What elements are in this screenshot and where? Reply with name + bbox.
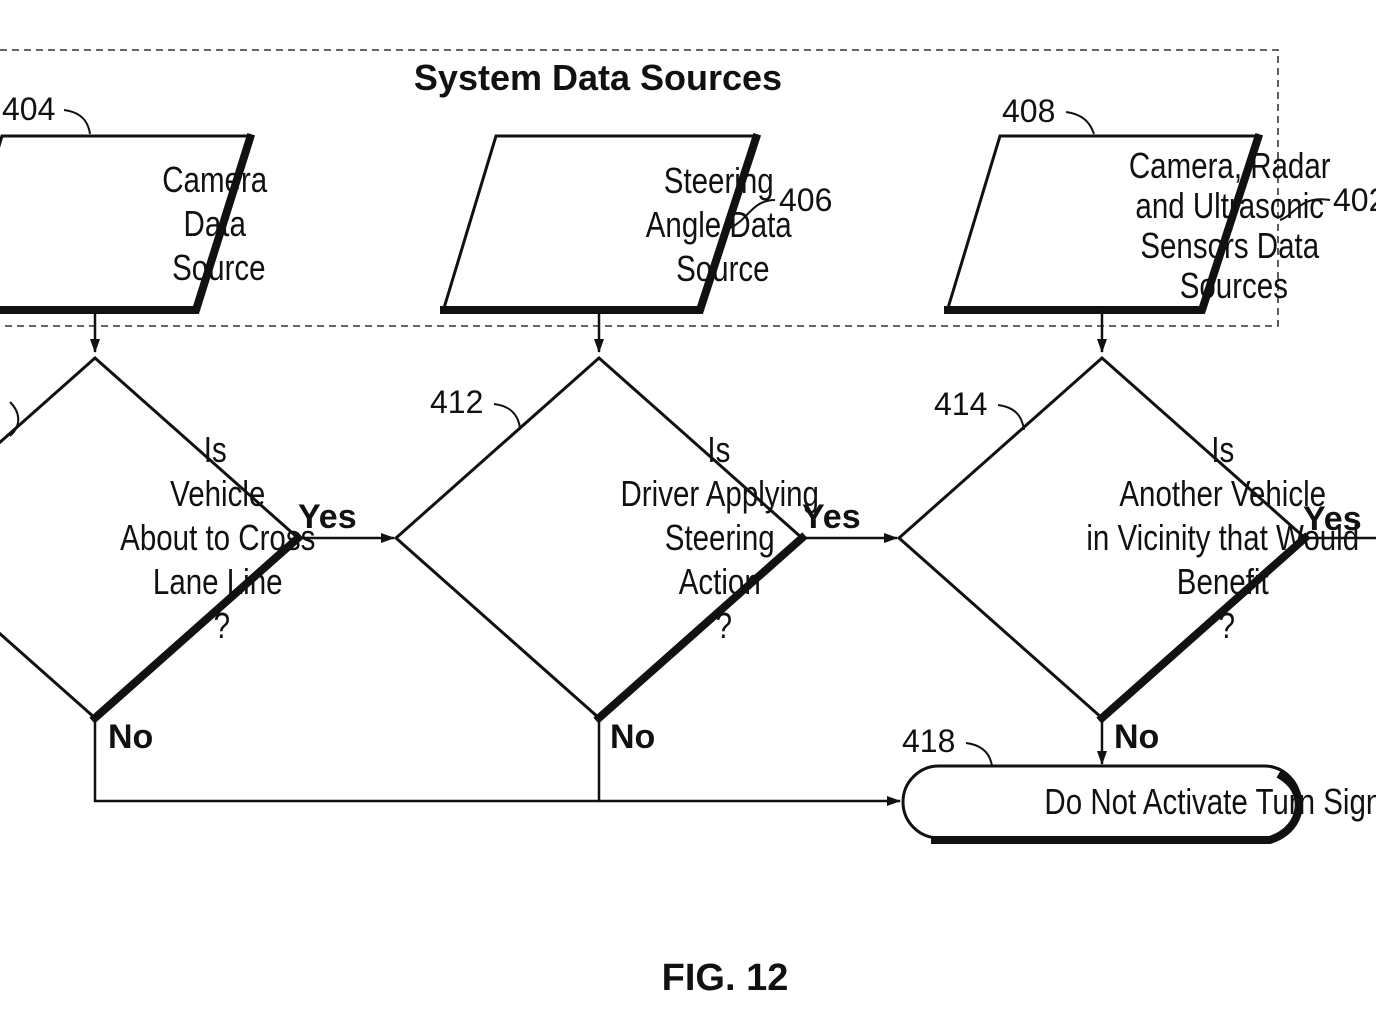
group-ref-leader <box>1279 198 1331 221</box>
terminal-node-do-not-activate: Do Not Activate Turn Signal 418 <box>901 723 1376 844</box>
terminal-node-label: Do Not Activate Turn Signal <box>1044 781 1376 821</box>
source-node-camera: Camera Data Source 404 <box>0 91 275 314</box>
edge-label-yes-2: Yes <box>802 498 861 536</box>
decision-node-nearby-vehicle: Is Another Vehicle in Vicinity that Woul… <box>896 355 1367 724</box>
decision-ref-412-leader <box>493 403 521 429</box>
edge-label-no-3: No <box>1114 718 1159 756</box>
edge-410-no <box>93 718 599 803</box>
source-node-camera-label: Camera Data Source <box>162 159 275 287</box>
decision-node-lane-crossing-label: Is Vehicle About to Cross Lane Line ? <box>120 429 323 645</box>
decision-node-nearby-vehicle-label: Is Another Vehicle in Vicinity that Woul… <box>1086 429 1367 645</box>
source-ref-404-leader <box>63 109 91 135</box>
group-ref-label: 402 <box>1333 182 1376 218</box>
edge-label-yes-1: Yes <box>298 498 357 536</box>
edge-label-yes-3: Yes <box>1303 500 1362 538</box>
source-node-steering-angle-label: Steering Angle Data Source <box>646 160 800 288</box>
edge-label-no-2: No <box>610 718 655 756</box>
decision-ref-414-leader <box>997 404 1025 431</box>
decision-ref-412: 412 <box>430 384 483 420</box>
source-ref-404: 404 <box>2 91 55 127</box>
group-title: System Data Sources <box>414 57 782 98</box>
decision-node-driver-steering: Is Driver Applying Steering Action ? 412 <box>393 355 828 724</box>
figure-label: FIG. 12 <box>662 957 789 999</box>
terminal-ref-418-leader <box>965 742 993 767</box>
source-node-sensors: Camera, Radar and Ultrasonic Sensors Dat… <box>944 93 1339 314</box>
decision-node-driver-steering-label: Is Driver Applying Steering Action ? <box>621 429 828 645</box>
edge-label-no-1: No <box>108 718 153 756</box>
source-node-sensors-label: Camera, Radar and Ultrasonic Sensors Dat… <box>1129 145 1339 305</box>
source-ref-406: 406 <box>779 182 832 218</box>
source-ref-408: 408 <box>1002 93 1055 129</box>
terminal-ref-418: 418 <box>902 723 955 759</box>
system-data-sources-group: System Data Sources 402 <box>0 49 1376 327</box>
source-ref-406-leader <box>729 199 776 229</box>
source-ref-408-leader <box>1065 111 1095 135</box>
edge-412-no-to-418 <box>597 718 901 806</box>
decision-ref-410-leader <box>9 401 20 437</box>
decision-node-lane-crossing: Is Vehicle About to Cross Lane Line ? <box>0 355 323 724</box>
decision-ref-414: 414 <box>934 386 987 422</box>
source-node-steering-angle: Steering Angle Data Source 406 <box>440 132 832 314</box>
